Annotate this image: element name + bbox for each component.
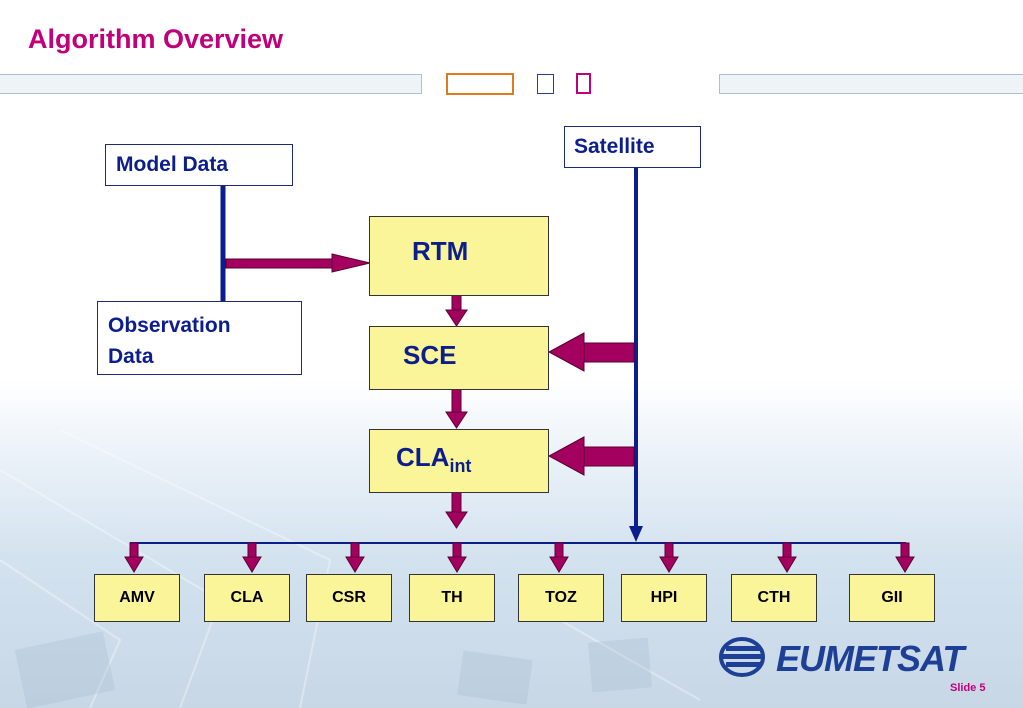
header-rule-right — [719, 74, 1023, 94]
output-box-gii: GII — [849, 574, 935, 622]
arrow-satellite-to-cla — [547, 436, 635, 476]
arrow-sce-to-cla — [445, 383, 468, 429]
cla-label: CLA — [396, 442, 450, 472]
eumetsat-logo-text: EUMETSAT — [776, 638, 964, 679]
observation-data-box: Observation Data — [97, 301, 302, 375]
header-rule-left — [0, 74, 422, 94]
output-box-toz: TOZ — [518, 574, 604, 622]
output-label-th: TH — [441, 589, 463, 606]
output-box-cla: CLA — [204, 574, 290, 622]
page-title: Algorithm Overview — [28, 24, 284, 54]
satellite-label: Satellite — [574, 135, 655, 158]
satellite-line-arrowhead — [629, 526, 643, 542]
model-data-label: Model Data — [116, 153, 229, 176]
header-orange-rectangle — [446, 73, 514, 95]
output-box-hpi: HPI — [621, 574, 707, 622]
output-label-hpi: HPI — [650, 589, 678, 606]
slide-number: Slide 5 — [950, 682, 986, 694]
arrow-satellite-to-sce — [547, 332, 635, 372]
eumetsat-logo-icon — [719, 637, 765, 677]
output-box-csr: CSR — [306, 574, 392, 622]
square-glyph-icon — [537, 74, 554, 94]
output-label-cla: CLA — [230, 589, 264, 606]
satellite-box: Satellite — [564, 126, 701, 168]
cla-int-box: CLAint — [369, 429, 549, 493]
cla-subscript: int — [449, 456, 472, 477]
output-label-gii: GII — [881, 589, 903, 606]
output-label-amv: AMV — [119, 589, 155, 606]
output-box-cth: CTH — [731, 574, 817, 622]
output-box-th: TH — [409, 574, 495, 622]
output-label-csr: CSR — [332, 589, 366, 606]
output-box-amv: AMV — [94, 574, 180, 622]
model-data-box: Model Data — [105, 144, 293, 186]
observation-data-label-line1: Observation — [108, 314, 231, 337]
observation-data-label-line2: Data — [108, 345, 154, 368]
output-label-cth: CTH — [757, 589, 791, 606]
rtm-box: RTM — [369, 216, 549, 296]
arrow-to-rtm — [225, 253, 371, 273]
output-arrows — [124, 542, 915, 573]
sce-box: SCE — [369, 326, 549, 390]
square-glyph-magenta-icon — [576, 73, 591, 94]
output-label-toz: TOZ — [545, 589, 577, 606]
rtm-label: RTM — [412, 236, 469, 266]
arrow-rtm-to-sce — [445, 281, 468, 327]
sce-label: SCE — [403, 340, 457, 370]
